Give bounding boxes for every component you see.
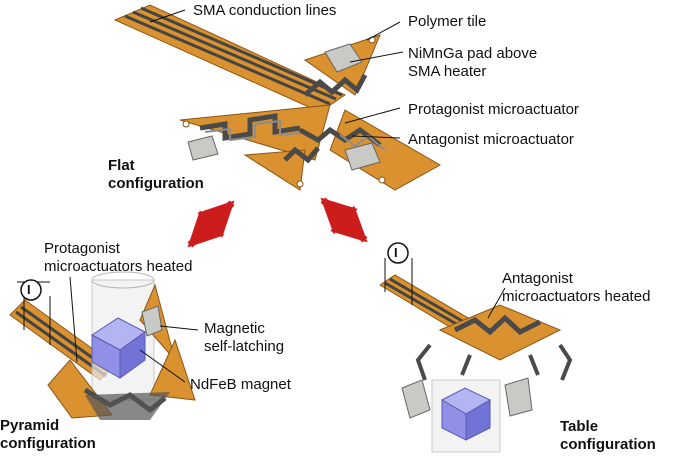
polymer-tile — [324, 43, 363, 73]
label-protagonist-heated: Protagonist microactuators heated — [44, 240, 193, 275]
label-antagonist-microactuator: Antagonist microactuator — [408, 131, 574, 148]
current-source-left — [17, 279, 51, 345]
sma-conduction-lines — [113, 4, 347, 113]
label-antagonist-heated: Antagonist microactuators heated — [502, 270, 651, 305]
transition-arrow-left — [187, 200, 235, 248]
transition-arrow-right — [320, 197, 368, 243]
label-flat-configuration: Flat configuration — [108, 157, 204, 192]
label-ndfeb-magnet: NdFeB magnet — [190, 376, 291, 393]
label-protagonist-microactuator: Protagonist microactuator — [408, 101, 579, 118]
serpentine-tracks — [199, 73, 382, 164]
current-symbol-right: I — [394, 245, 398, 260]
current-source-right — [384, 242, 413, 305]
label-table-configuration: Table configuration — [560, 418, 656, 453]
ndfeb-magnet-cube-table — [440, 387, 492, 441]
label-pyramid-configuration: Pyramid configuration — [0, 417, 96, 452]
label-nimnga-pad: NiMnGa pad above SMA heater — [408, 45, 538, 80]
pyramid-configuration-device — [9, 271, 196, 420]
ndfeb-magnet-cube-pyramid — [91, 317, 146, 379]
label-sma-conduction-lines: SMA conduction lines — [193, 2, 337, 19]
label-polymer-tile: Polymer tile — [408, 13, 487, 30]
current-symbol-left: I — [27, 282, 31, 297]
label-magnetic-self-latching: Magnetic self-latching — [204, 320, 285, 355]
table-configuration-device — [379, 242, 573, 453]
flat-configuration-device — [113, 4, 442, 191]
